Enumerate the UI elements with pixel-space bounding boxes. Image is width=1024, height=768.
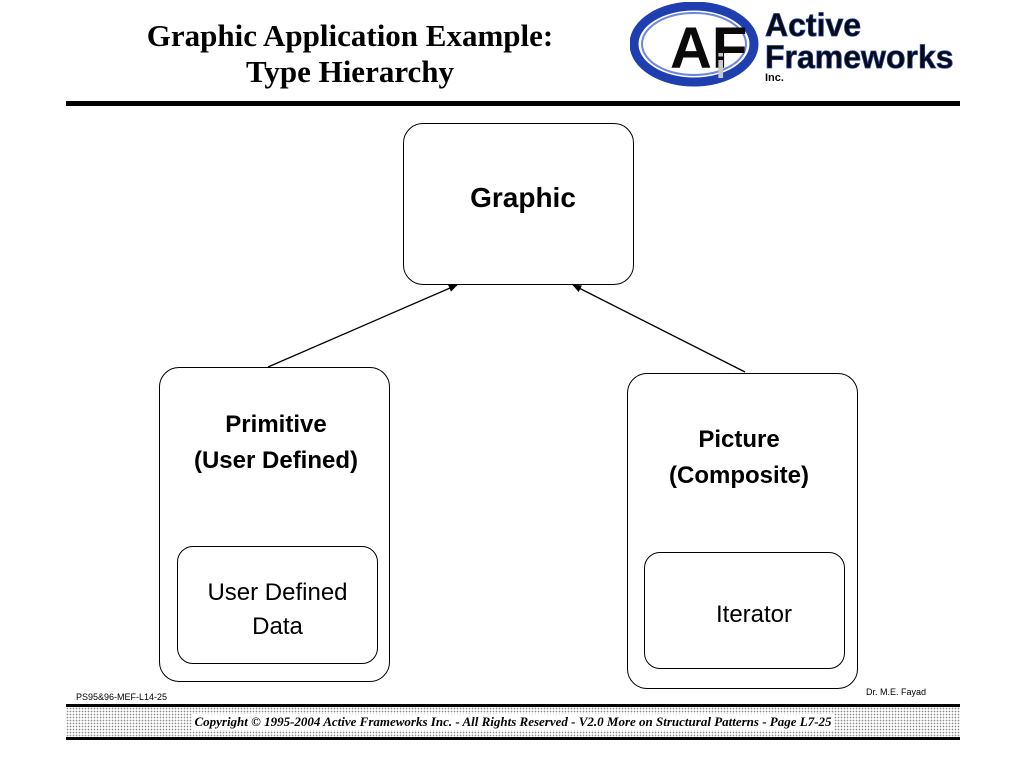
iterator-box bbox=[644, 552, 845, 669]
header-divider bbox=[66, 101, 960, 106]
logo-inc: Inc. bbox=[765, 72, 784, 84]
picture-label: Picture (Composite) bbox=[669, 426, 809, 489]
user-defined-data-label: User Defined Data bbox=[207, 579, 348, 640]
logo-ring bbox=[630, 2, 759, 87]
copyright-text: Copyright © 1995-2004 Active Frameworks … bbox=[192, 714, 834, 730]
logo-word-frameworks: Frameworks bbox=[765, 39, 954, 75]
graphic-class-box bbox=[403, 123, 634, 285]
slide-title: Graphic Application Example: Type Hierar… bbox=[100, 18, 600, 90]
logo-initials: AF bbox=[670, 16, 747, 81]
logo-ring-inner bbox=[641, 12, 747, 76]
user-defined-data-box bbox=[177, 546, 378, 664]
logo-small-i: i bbox=[716, 48, 725, 86]
title-line-1: Graphic Application Example: bbox=[146, 18, 554, 53]
iterator-label: Iterator bbox=[715, 601, 793, 628]
title-line-2: Type Hierarchy bbox=[245, 54, 455, 89]
slide-code: PS95&96-MEF-L14-25 bbox=[76, 692, 168, 702]
author-credit: Dr. M.E. Fayad bbox=[866, 687, 927, 697]
graphic-label: Graphic bbox=[470, 182, 576, 213]
active-frameworks-logo: AF i Active Frameworks Inc. bbox=[630, 2, 954, 87]
logo-word-active: Active bbox=[765, 7, 861, 43]
copyright-footer: Copyright © 1995-2004 Active Frameworks … bbox=[66, 704, 960, 740]
arrow-primitive-to-graphic bbox=[267, 284, 458, 368]
arrow-picture-to-graphic bbox=[572, 284, 746, 373]
primitive-label: Primitive (User Defined) bbox=[193, 411, 359, 474]
